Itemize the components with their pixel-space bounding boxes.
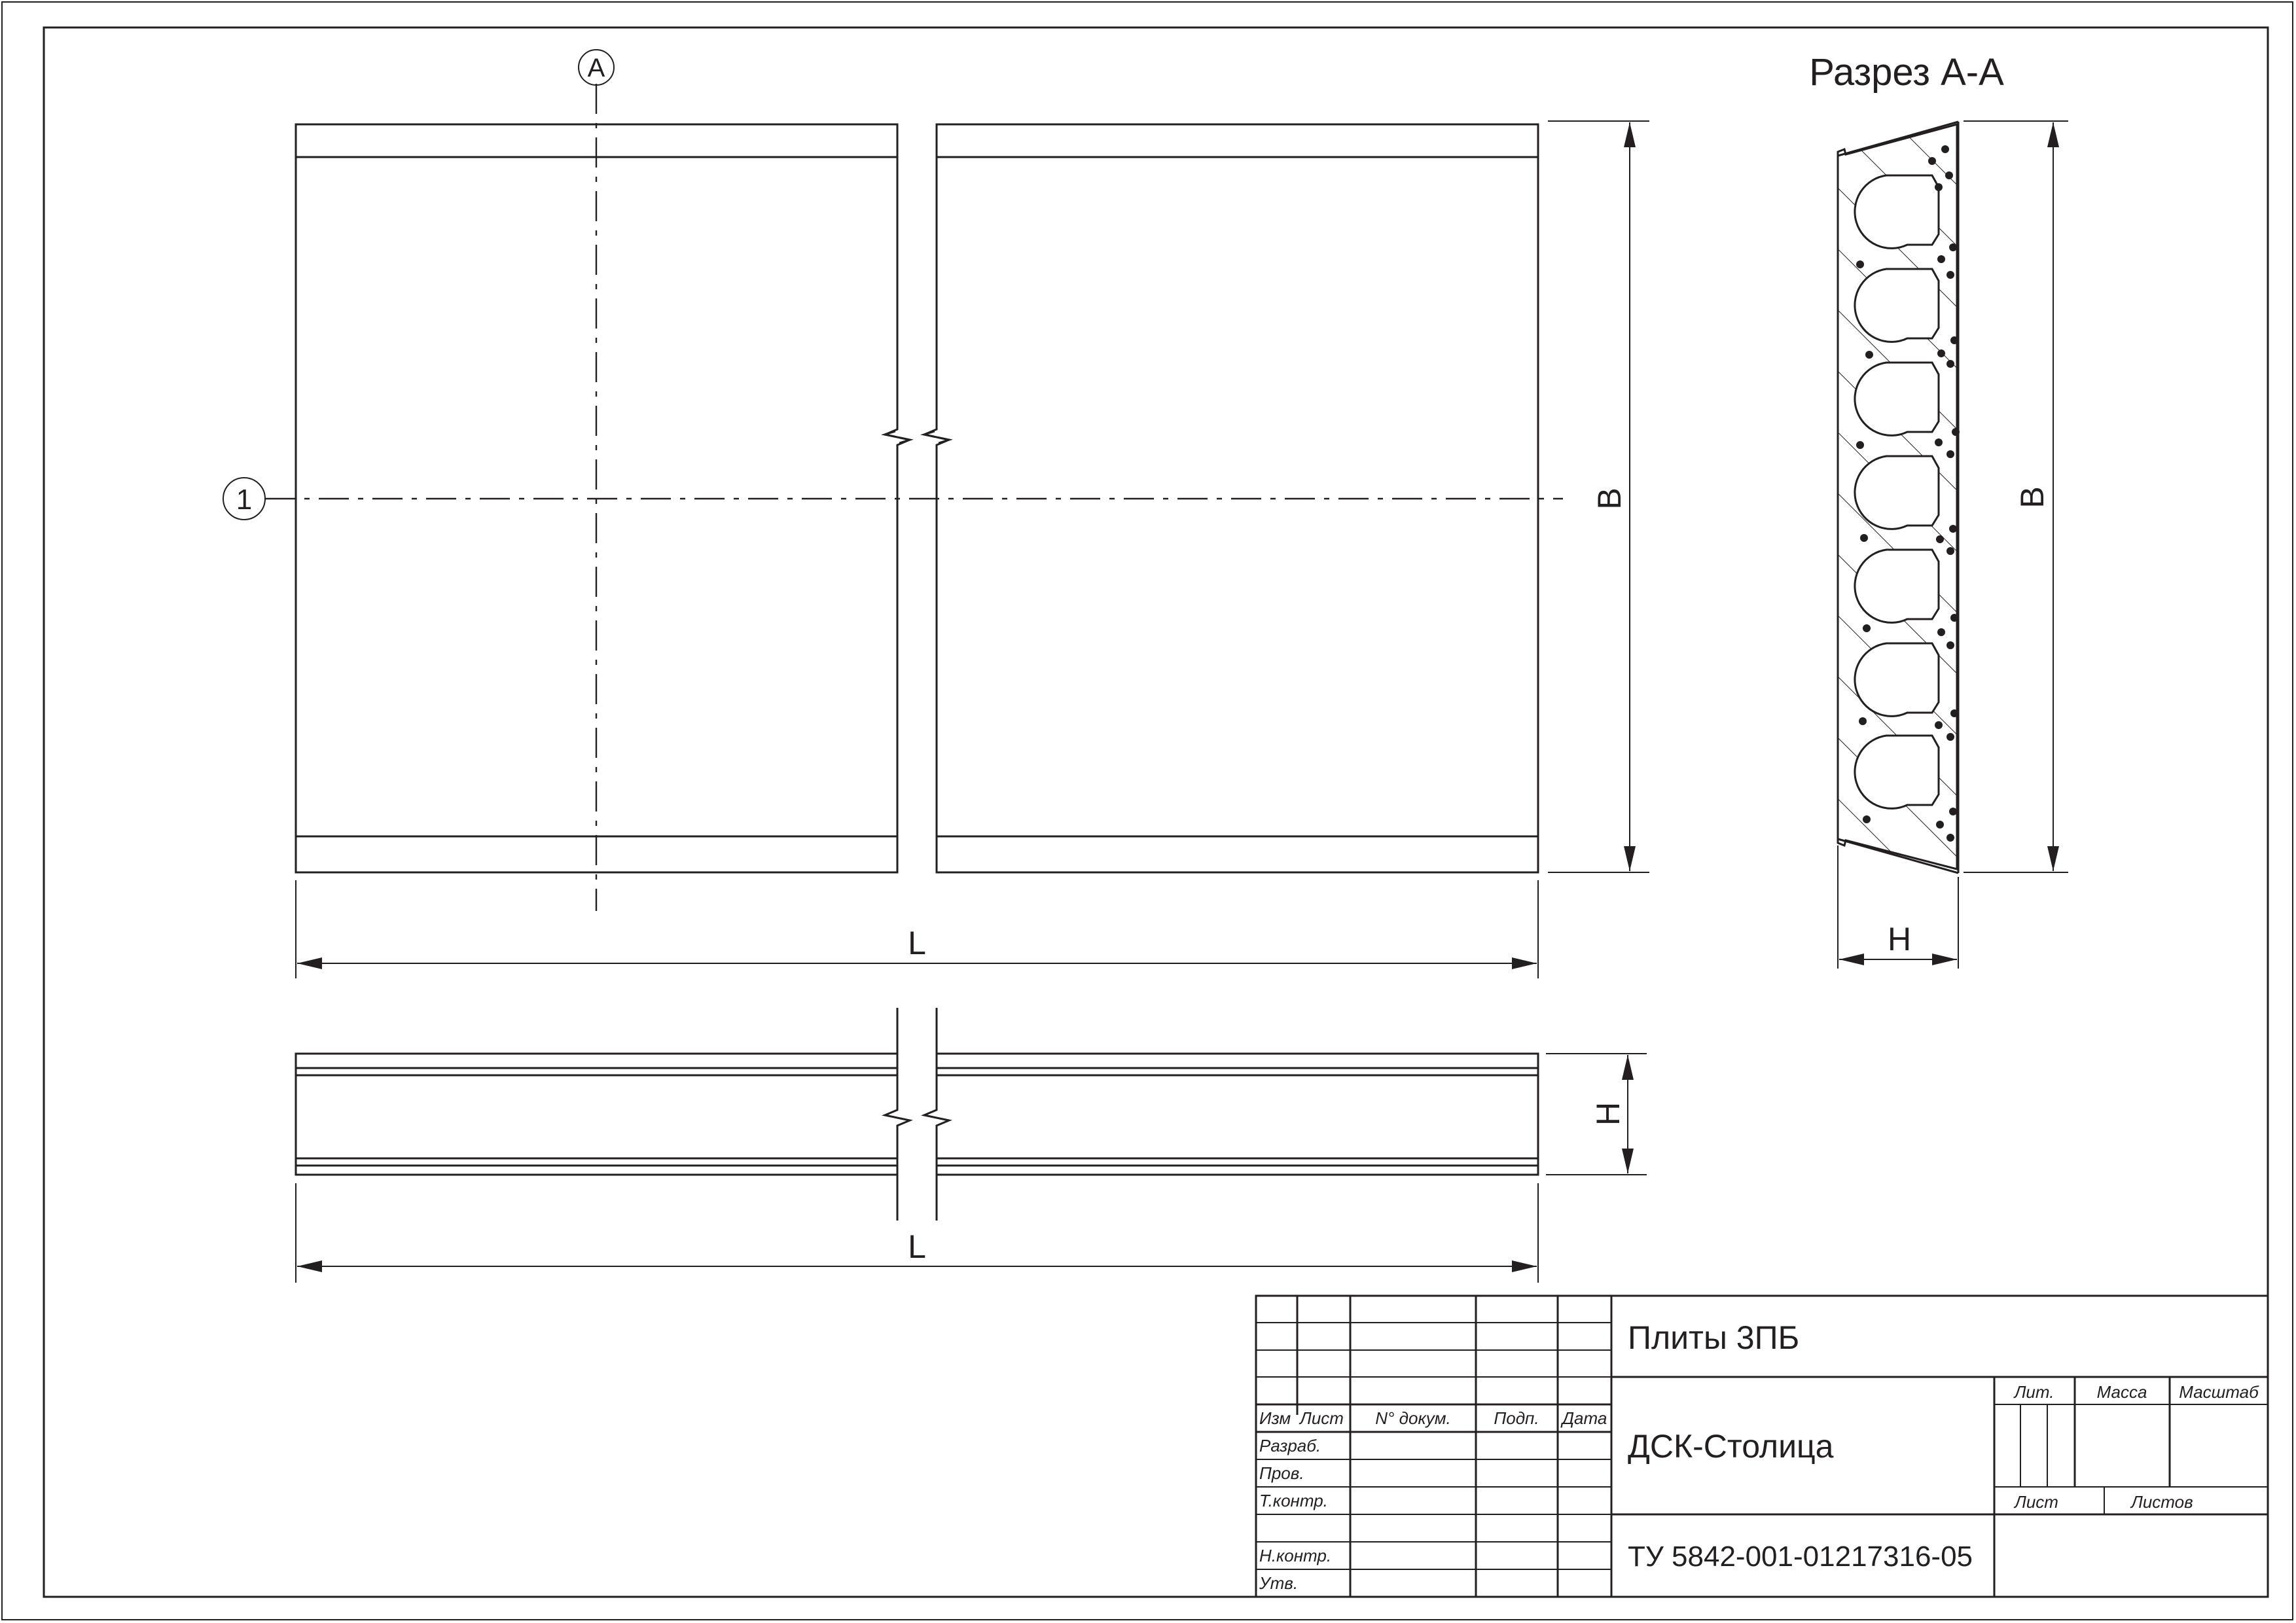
rebar-dot: [1946, 641, 1954, 649]
title-block: Изм Лист N° докум. Подп. Дата Разраб. Пр…: [1255, 1294, 2269, 1598]
col-mass: Масса: [2097, 1382, 2147, 1402]
rebar-dot: [1937, 349, 1945, 357]
rebar-dot: [1950, 336, 1958, 344]
rebar-dot: [1946, 834, 1954, 842]
rebar-dot: [1863, 815, 1871, 823]
col-lit: Лит.: [2013, 1382, 2054, 1402]
row-nkontr: Н.контр.: [1259, 1546, 1331, 1565]
section-void: [1854, 174, 1940, 249]
rebar-dot: [1949, 525, 1957, 533]
rebar-dot: [1950, 709, 1958, 717]
header-izm: Изм: [1259, 1408, 1291, 1428]
rebar-dot: [1946, 733, 1954, 741]
header-list: Лист: [1299, 1408, 1344, 1428]
rebar-dot: [1935, 183, 1943, 191]
svg-text:А: А: [588, 54, 605, 82]
svg-text:L: L: [908, 1228, 926, 1265]
col-scale: Масштаб: [2179, 1382, 2259, 1402]
section-void: [1854, 361, 1940, 437]
rebar-dot: [1936, 535, 1944, 543]
svg-text:B: B: [1591, 488, 1628, 509]
organization: ДСК-Столица: [1628, 1428, 1834, 1465]
rebar-dot: [1946, 547, 1954, 555]
sheet-label: Лист: [2013, 1492, 2058, 1512]
svg-text:L: L: [908, 925, 926, 961]
header-doc: N° докум.: [1375, 1408, 1451, 1428]
rebar-dot: [1941, 145, 1949, 153]
section-height-dimension: H: [1837, 846, 1959, 969]
rebar-dot: [1859, 717, 1867, 725]
section-void: [1854, 268, 1940, 343]
plan-width-dimension: B: [1548, 120, 1649, 873]
section-void: [1854, 734, 1940, 810]
svg-text:1: 1: [236, 484, 252, 516]
rebar-dot: [1935, 721, 1943, 729]
svg-text:H: H: [1888, 921, 1911, 957]
axis-marker-1: 1: [223, 477, 266, 520]
rebar-dot: [1935, 438, 1943, 446]
section-title: Разрез А-А: [1809, 51, 2004, 94]
rebar-dot: [1936, 821, 1944, 829]
rebar-dot: [1945, 171, 1953, 179]
section-void: [1854, 642, 1940, 717]
elevation-height-dimension: H: [1546, 1053, 1647, 1175]
rebar-dot: [1949, 808, 1957, 815]
svg-text:H: H: [1590, 1102, 1626, 1126]
section-width-dimension: B: [1964, 120, 2068, 873]
rebar-dot: [1952, 428, 1960, 436]
row-razrab: Разраб.: [1259, 1436, 1321, 1455]
rebar-dot: [1860, 534, 1868, 542]
rebar-dot: [1856, 441, 1864, 449]
rebar-dot: [1949, 243, 1957, 251]
svg-text:B: B: [2014, 486, 2051, 508]
rebar-dot: [1946, 450, 1954, 458]
rebar-dot: [1928, 157, 1936, 165]
header-date: Дата: [1560, 1408, 1607, 1428]
elevation-view: [295, 1008, 1539, 1224]
rebar-dot: [1863, 624, 1871, 632]
sheets-label: Листов: [2130, 1492, 2193, 1512]
rebar-dot: [1950, 614, 1958, 622]
section-marker-a: А: [578, 49, 615, 86]
document-code: ТУ 5842-001-01217316-05: [1628, 1541, 1973, 1573]
drawing-border: [43, 26, 2269, 1598]
product-name: Плиты 3ПБ: [1628, 1319, 1799, 1356]
elevation-length-dimension: L: [295, 1183, 1539, 1283]
row-tkontr: Т.контр.: [1259, 1491, 1328, 1510]
header-sign: Подп.: [1494, 1408, 1539, 1428]
section-void: [1854, 548, 1940, 624]
rebar-dot: [1946, 360, 1954, 368]
row-utv: Утв.: [1259, 1573, 1298, 1593]
rebar-dot: [1865, 351, 1873, 359]
plan-length-dimension: L: [295, 880, 1539, 978]
section-a-a-profile: [1837, 120, 1960, 874]
rebar-dot: [1856, 260, 1864, 268]
section-void: [1854, 455, 1940, 530]
rebar-dot: [1946, 271, 1954, 279]
row-prov: Пров.: [1259, 1463, 1304, 1483]
rebar-dot: [1937, 255, 1945, 263]
rebar-dot: [1937, 628, 1945, 636]
